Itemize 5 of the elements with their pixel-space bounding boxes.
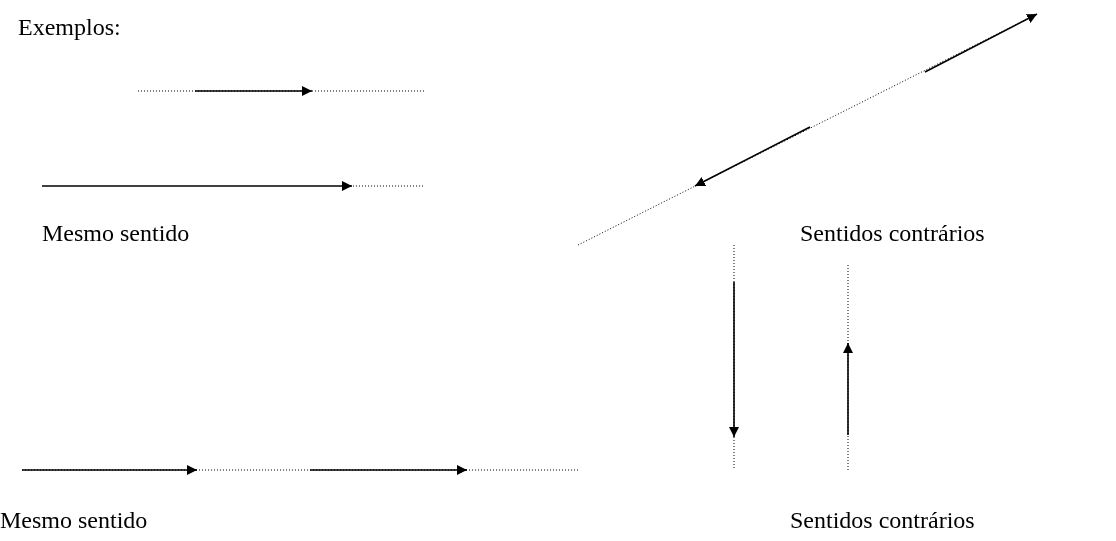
caption-text: Mesmo sentido [42, 220, 190, 247]
caption-text: Sentidos contrários [800, 220, 985, 247]
heading: Exemplos: [18, 14, 121, 41]
caption-text: Sentidos contrários [790, 507, 975, 534]
caption-text: Mesmo sentido [0, 507, 148, 534]
